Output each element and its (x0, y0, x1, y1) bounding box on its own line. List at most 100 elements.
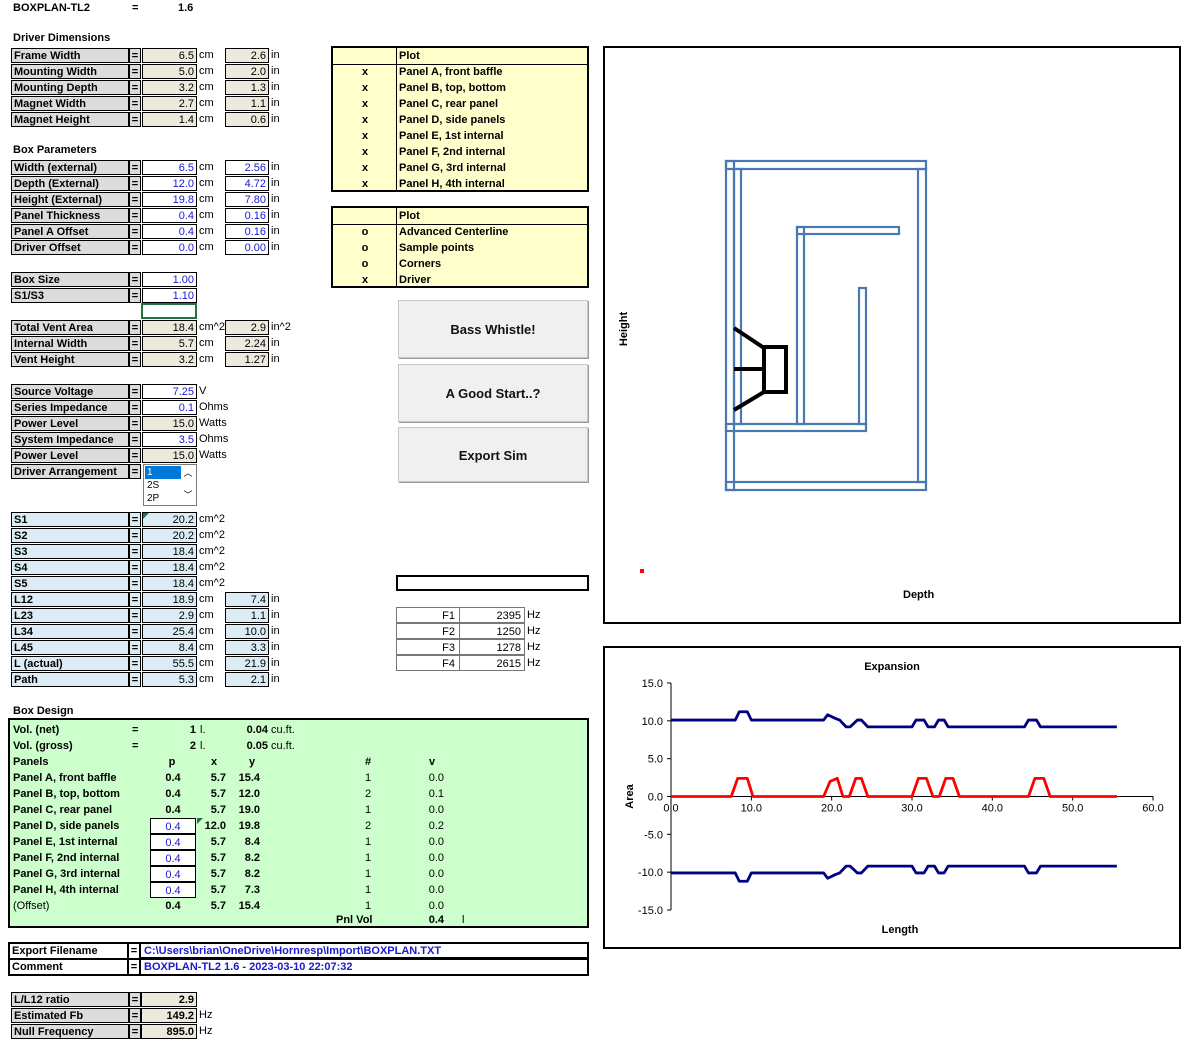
power-series-impedance-1-label: Series Impedance (11, 400, 129, 415)
freq-f4-label: F4 (396, 655, 460, 671)
box-panel-thickness-in-value-unit: in (271, 209, 280, 221)
box-width-external-cm-value[interactable]: 6.5 (142, 160, 197, 175)
box-depth-external-cm-value[interactable]: 12.0 (142, 176, 197, 191)
y-tick-label: 5.0 (648, 754, 663, 766)
driver-mounting-width-cm-value[interactable]: 5.0 (142, 64, 197, 79)
good-start-button[interactable]: A Good Start..? (398, 364, 588, 422)
box-parameters-heading: Box Parameters (13, 144, 97, 156)
plot1-row-mark[interactable]: x (361, 98, 369, 110)
plot2-row-mark[interactable]: o (361, 242, 369, 254)
section-s5-equals: = (129, 576, 141, 591)
power-series-impedance-1-value-unit: Ohms (199, 401, 229, 413)
power-series-impedance-1-value[interactable]: 0.1 (142, 400, 197, 415)
box-depth-external-in-value: 4.72 (225, 176, 269, 191)
x-tick-label: 0.0 (663, 803, 678, 815)
plot1-row-mark[interactable]: x (361, 162, 369, 174)
plot2-row-mark[interactable]: o (361, 258, 369, 270)
design-row-x: 5.7 (210, 804, 226, 816)
design-row-p[interactable]: 0.4 (150, 850, 196, 866)
plot1-row-mark[interactable]: x (361, 66, 369, 78)
plot1-row-label: Panel A, front baffle (399, 66, 503, 78)
y-tick-label: -15.0 (638, 905, 663, 917)
listbox-scroll-up-icon[interactable]: ︿ (183, 468, 193, 478)
design-row-x: 5.7 (210, 868, 226, 880)
plot1-row-panel-a-front-baffle[interactable]: x Panel A, front baffle (333, 64, 587, 80)
design-row-p[interactable]: 0.4 (150, 834, 196, 850)
section-l-actual-in-value-unit: in (271, 657, 280, 669)
box-height-external-cm-value[interactable]: 19.8 (142, 192, 197, 207)
power-system-impedance-3-value[interactable]: 3.5 (142, 432, 197, 447)
plot1-row-label: Panel H, 4th internal (399, 178, 505, 190)
design-row-count: 1 (364, 884, 372, 896)
driver-mounting-width-in-value-unit: in (271, 65, 280, 77)
freq-f3-label: F3 (396, 639, 460, 655)
section-path-label: Path (11, 672, 129, 687)
plot1-row-mark[interactable]: x (361, 146, 369, 158)
driver-mounting-depth-cm-value[interactable]: 3.2 (142, 80, 197, 95)
layout-x-axis-label: Depth (903, 589, 935, 601)
x-tick-label: 30.0 (901, 803, 922, 815)
box-driver-offset-cm-value[interactable]: 0.0 (142, 240, 197, 255)
design-row-label: Panel D, side panels (13, 820, 120, 832)
active-cell[interactable] (141, 303, 197, 319)
plot1-row-panel-g-3rd-internal[interactable]: x Panel G, 3rd internal (333, 160, 587, 176)
plot2-row-mark[interactable]: o (361, 226, 369, 238)
design-row-p[interactable]: 0.4 (150, 818, 196, 834)
driver-magnet-height-cm-value[interactable]: 1.4 (142, 112, 197, 127)
plot1-row-mark[interactable]: x (361, 82, 369, 94)
design-row-count: 2 (364, 820, 372, 832)
design-row-y: 8.4 (244, 836, 260, 848)
driver-dimensions-heading: Driver Dimensions (13, 32, 111, 44)
plot1-row-panel-h-4th-internal[interactable]: x Panel H, 4th internal (333, 176, 587, 192)
boxsize-box-size-value[interactable]: 1.00 (142, 272, 197, 287)
plot2-row-mark[interactable]: x (361, 274, 369, 286)
plot1-row-mark[interactable]: x (361, 130, 369, 142)
boxsize-s1-s3-label: S1/S3 (11, 288, 129, 303)
design-row-y: 12.0 (238, 788, 260, 800)
box-panel-thickness-cm-value[interactable]: 0.4 (142, 208, 197, 223)
bass-whistle-button[interactable]: Bass Whistle! (398, 300, 588, 358)
plot1-row-mark[interactable]: x (361, 114, 369, 126)
arrangement-option-2p[interactable]: 2P (147, 493, 160, 504)
boxsize-s1-s3-value[interactable]: 1.10 (142, 288, 197, 303)
design-row-volume: 0.0 (428, 804, 444, 816)
plot1-row-label: Panel G, 3rd internal (399, 162, 506, 174)
listbox-scroll-down-icon[interactable]: ﹀ (183, 490, 193, 500)
design-row-x: 12.0 (204, 820, 226, 832)
box-panel-a-offset-cm-value[interactable]: 0.4 (142, 224, 197, 239)
driver-magnet-width-cm-value[interactable]: 2.7 (142, 96, 197, 111)
arrangement-option-1[interactable]: 1 (145, 466, 181, 479)
expansion-y-axis-label: Area (624, 783, 636, 808)
section-path-equals: = (129, 672, 141, 687)
design-row-p[interactable]: 0.4 (150, 882, 196, 898)
box-panel-a-offset-equals: = (129, 224, 141, 239)
box-driver-offset-in-value: 0.00 (225, 240, 269, 255)
export-sim-button[interactable]: Export Sim (398, 427, 588, 482)
arrangement-option-2s[interactable]: 2S (147, 480, 160, 491)
comment-indicator-icon (143, 513, 149, 519)
plot1-row-mark[interactable]: x (361, 178, 369, 190)
driver-frame-width-cm-value[interactable]: 6.5 (142, 48, 197, 63)
power-source-voltage-0-value[interactable]: 7.25 (142, 384, 197, 399)
comment-field[interactable]: BOXPLAN-TL2 1.6 - 2023-03-10 22:07:32 (140, 959, 589, 976)
section-l23-in-value: 1.1 (225, 608, 269, 623)
section-s5-label: S5 (11, 576, 129, 591)
design-row-p[interactable]: 0.4 (150, 866, 196, 882)
result-null-frequency-label: Null Frequency (11, 1024, 129, 1039)
driver-mounting-width-cm-value-unit: cm (199, 65, 214, 77)
design-row-p: 0.4 (165, 772, 181, 784)
driver-magnet-width-equals: = (129, 96, 141, 111)
freq-f1-unit: Hz (527, 609, 541, 621)
export-filename-field[interactable]: C:\Users\brian\OneDrive\Hornresp\Import\… (140, 942, 589, 959)
box-design-heading: Box Design (13, 705, 74, 717)
